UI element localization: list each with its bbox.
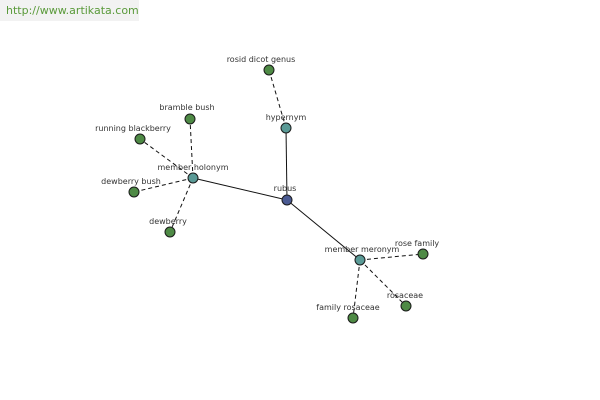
label-family-rosaceae: family rosaceae (316, 303, 380, 312)
watermark-bar: http://www.artikata.com (0, 0, 139, 21)
node-rubus[interactable] (281, 194, 293, 206)
edge-rubus-hypernym (285, 127, 288, 201)
node-family-rosaceae[interactable] (347, 312, 359, 324)
edge-meronym-family-rosaceae (352, 259, 361, 319)
edge-rubus-member-holonym (192, 177, 288, 201)
node-rose-family[interactable] (417, 248, 429, 260)
label-hypernym: hypernym (266, 113, 307, 122)
label-member-holonym: member holonym (157, 163, 228, 172)
node-dewberry-bush[interactable] (128, 186, 140, 198)
watermark-link[interactable]: http://www.artikata.com (6, 4, 139, 17)
node-hypernym[interactable] (280, 122, 292, 134)
label-rose-family: rose family (395, 239, 440, 248)
label-dewberry: dewberry (149, 217, 187, 226)
node-member-meronym[interactable] (354, 254, 366, 266)
label-dewberry-bush: dewberry bush (101, 177, 161, 186)
label-rubus: rubus (274, 184, 297, 193)
label-running-blackberry: running blackberry (95, 124, 171, 133)
label-rosaceae: rosaceae (387, 291, 423, 300)
edge-holonym-running-blackberry (139, 138, 194, 179)
edge-hypernym-rosid-dicot-genus (268, 69, 287, 129)
label-bramble-bush: bramble bush (159, 103, 214, 112)
node-rosaceae[interactable] (400, 300, 412, 312)
edge-holonym-dewberry (169, 177, 194, 233)
node-dewberry[interactable] (164, 226, 176, 238)
edge-holonym-bramble-bush (189, 118, 194, 179)
node-running-blackberry[interactable] (134, 133, 146, 145)
node-rosid-dicot-genus[interactable] (263, 64, 275, 76)
node-bramble-bush[interactable] (184, 113, 196, 125)
label-member-meronym: member meronym (325, 245, 400, 254)
edge-rubus-member-meronym (286, 199, 361, 261)
node-member-holonym[interactable] (187, 172, 199, 184)
edge-meronym-rose-family (359, 253, 424, 261)
edge-meronym-rosaceae (359, 259, 407, 307)
label-rosid-dicot-genus: rosid dicot genus (227, 55, 296, 64)
edge-holonym-dewberry-bush (133, 177, 194, 193)
